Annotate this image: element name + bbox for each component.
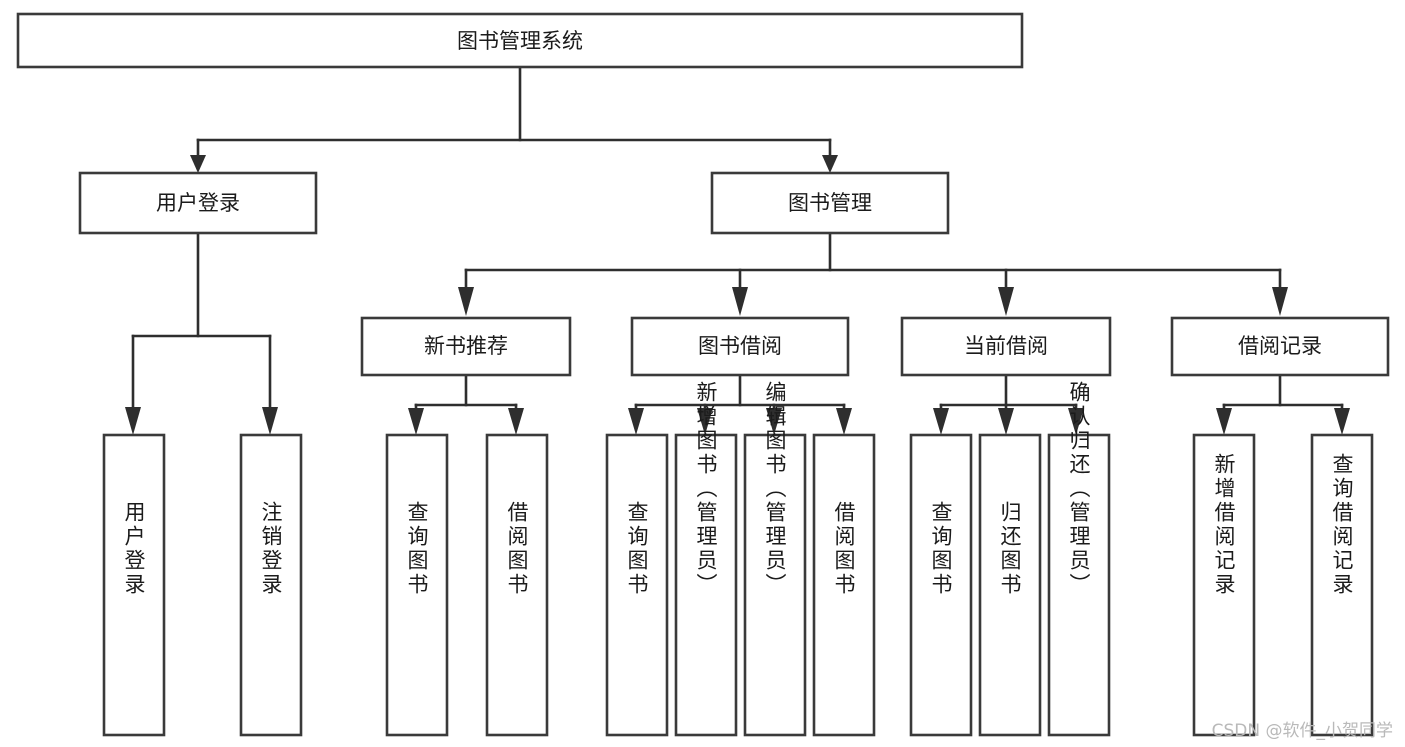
- leaf-book-borrow-2[interactable]: 编辑图书（管理员）: [743, 381, 807, 737]
- leaf-borrow-record-0-box[interactable]: [1192, 433, 1256, 737]
- node-user-login-box[interactable]: [78, 171, 318, 235]
- arrow-bm-to-borrow: [732, 287, 748, 316]
- leaf-borrow-record-0-label: 新增借阅记录: [1212, 453, 1236, 597]
- leaf-book-borrow-0-box[interactable]: [605, 433, 669, 737]
- arrow-cb-leaf3: [1068, 408, 1084, 435]
- node-root-box[interactable]: [16, 12, 1024, 69]
- leaf-borrow-record-1-box[interactable]: [1310, 433, 1374, 737]
- arrow-bb-leaf4: [836, 408, 852, 435]
- leaf-current-borrow-2-box[interactable]: [1047, 433, 1111, 737]
- node-current-borrow-box[interactable]: [900, 316, 1112, 377]
- leaf-new-book-1[interactable]: 借阅图书: [485, 433, 549, 737]
- node-new-book-recommend-label: 新书推荐: [424, 334, 508, 358]
- leaf-new-book-1-box[interactable]: [485, 433, 549, 737]
- node-book-borrow[interactable]: 图书借阅: [630, 316, 850, 377]
- leaf-current-borrow-1-box[interactable]: [978, 433, 1042, 737]
- node-root[interactable]: 图书管理系统: [16, 12, 1024, 69]
- leaf-current-borrow-0-box[interactable]: [909, 433, 973, 737]
- arrow-br-leaf1: [1216, 408, 1232, 435]
- leaf-current-borrow-0-label: 查询图书: [929, 501, 953, 597]
- arrow-root-to-book-manage: [822, 155, 838, 173]
- leaf-book-borrow-3-label: 借阅图书: [832, 501, 856, 597]
- leaf-new-book-0-label: 查询图书: [405, 501, 429, 597]
- leaf-current-borrow-1-label: 归还图书: [998, 501, 1022, 597]
- leaf-current-borrow-1[interactable]: 归还图书: [978, 433, 1042, 737]
- arrow-cb-leaf2: [998, 408, 1014, 435]
- leaf-user-login-1-box[interactable]: [239, 433, 303, 737]
- leaf-book-borrow-1[interactable]: 新增图书（管理员）: [674, 381, 738, 737]
- arrow-bb-leaf1: [628, 408, 644, 435]
- arrow-bm-to-current: [998, 287, 1014, 316]
- leaf-borrow-record-0[interactable]: 新增借阅记录: [1192, 433, 1256, 737]
- leaf-book-borrow-3[interactable]: 借阅图书: [812, 433, 876, 737]
- node-root-label: 图书管理系统: [457, 29, 583, 53]
- node-current-borrow-label: 当前借阅: [964, 334, 1048, 358]
- leaf-new-book-0-box[interactable]: [385, 433, 449, 737]
- leaf-current-borrow-0[interactable]: 查询图书: [909, 433, 973, 737]
- leaf-book-borrow-2-label: 编辑图书（管理员）: [763, 381, 787, 597]
- connector-layer: [125, 65, 1350, 435]
- leaf-new-book-0[interactable]: 查询图书: [385, 433, 449, 737]
- node-new-book-recommend[interactable]: 新书推荐: [360, 316, 572, 377]
- leaf-borrow-record-1[interactable]: 查询借阅记录: [1310, 433, 1374, 737]
- arrow-root-to-user-login: [190, 155, 206, 173]
- node-book-borrow-label: 图书借阅: [698, 334, 782, 358]
- arrow-cb-leaf1: [933, 408, 949, 435]
- leaf-book-borrow-0[interactable]: 查询图书: [605, 433, 669, 737]
- node-user-login[interactable]: 用户登录: [78, 171, 318, 235]
- leaf-book-borrow-0-label: 查询图书: [625, 501, 649, 597]
- arrow-ul-leaf1: [125, 407, 141, 435]
- leaf-book-borrow-1-label: 新增图书（管理员）: [694, 381, 718, 597]
- arrow-bm-to-record: [1272, 287, 1288, 316]
- leaf-book-borrow-1-box[interactable]: [674, 433, 738, 737]
- arrow-ul-leaf2: [262, 407, 278, 435]
- leaf-user-login-1-label: 注销登录: [259, 501, 283, 597]
- node-user-login-label: 用户登录: [156, 191, 240, 215]
- leaf-book-borrow-2-box[interactable]: [743, 433, 807, 737]
- node-borrow-record-label: 借阅记录: [1238, 334, 1322, 358]
- arrow-nb-leaf1: [408, 408, 424, 435]
- leaf-current-borrow-2[interactable]: 确认归还（管理员）: [1047, 381, 1111, 737]
- node-new-book-recommend-box[interactable]: [360, 316, 572, 377]
- node-book-manage-label: 图书管理: [788, 191, 872, 215]
- arrow-br-leaf2: [1334, 408, 1350, 435]
- leaf-new-book-1-label: 借阅图书: [505, 501, 529, 597]
- arrow-bm-to-newbook: [458, 287, 474, 316]
- arrow-nb-leaf2: [508, 408, 524, 435]
- leaf-user-login-0-box[interactable]: [102, 433, 166, 737]
- node-borrow-record-box[interactable]: [1170, 316, 1390, 377]
- leaf-user-login-0[interactable]: 用户登录: [102, 433, 166, 737]
- arrow-bb-leaf3: [766, 408, 782, 435]
- leaf-book-borrow-3-box[interactable]: [812, 433, 876, 737]
- node-borrow-record[interactable]: 借阅记录: [1170, 316, 1390, 377]
- leaf-borrow-record-1-label: 查询借阅记录: [1330, 453, 1354, 597]
- leaf-current-borrow-2-label: 确认归还（管理员）: [1067, 381, 1091, 597]
- node-book-borrow-box[interactable]: [630, 316, 850, 377]
- node-current-borrow[interactable]: 当前借阅: [900, 316, 1112, 377]
- arrow-bb-leaf2: [697, 408, 713, 435]
- leaf-user-login-1[interactable]: 注销登录: [239, 433, 303, 737]
- leaf-user-login-0-label: 用户登录: [122, 501, 146, 597]
- node-book-manage[interactable]: 图书管理: [710, 171, 950, 235]
- node-book-manage-box[interactable]: [710, 171, 950, 235]
